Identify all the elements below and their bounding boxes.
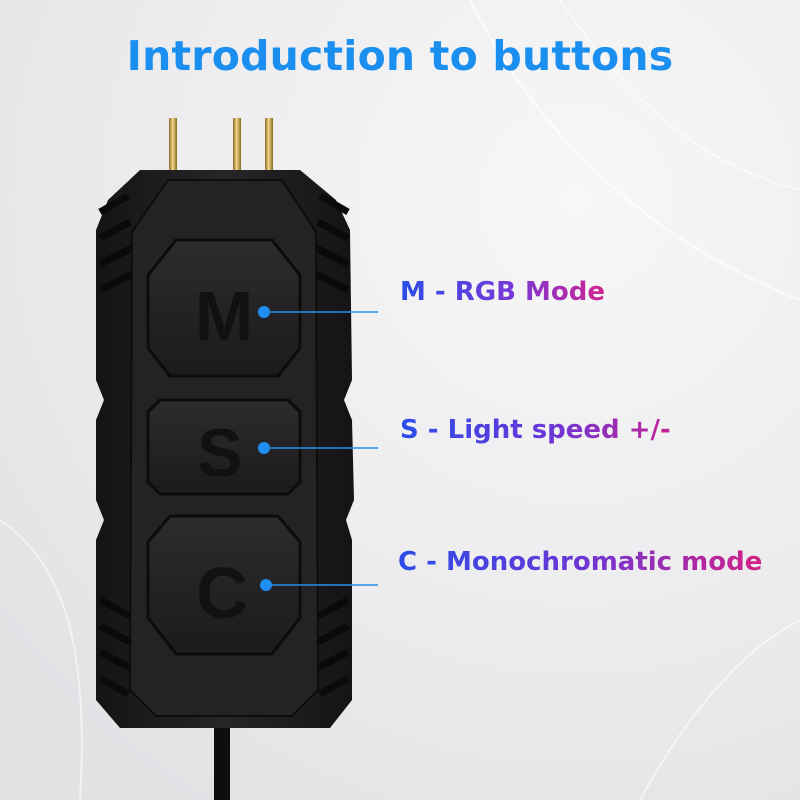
m-pointer-dot	[258, 306, 270, 318]
callout-pointers	[258, 306, 378, 591]
s-button-description: S - Light speed +/-	[400, 415, 671, 445]
s-button-letter: S	[197, 415, 242, 491]
m-button[interactable]: M	[146, 238, 302, 378]
m-button-letter: M	[195, 277, 253, 355]
c-pointer-dot	[260, 579, 272, 591]
c-button-description: C - Monochromatic mode	[398, 547, 763, 577]
page-title: Introduction to buttons	[126, 32, 674, 80]
connector-pins	[169, 118, 273, 180]
c-button[interactable]: C	[146, 514, 302, 656]
side-grip-ribs	[98, 192, 350, 698]
m-button-description: M - RGB Mode	[400, 277, 605, 307]
controller-device: M S C	[96, 170, 354, 728]
c-button-letter: C	[196, 554, 248, 634]
s-pointer-dot	[258, 442, 270, 454]
s-button[interactable]: S	[146, 398, 302, 496]
